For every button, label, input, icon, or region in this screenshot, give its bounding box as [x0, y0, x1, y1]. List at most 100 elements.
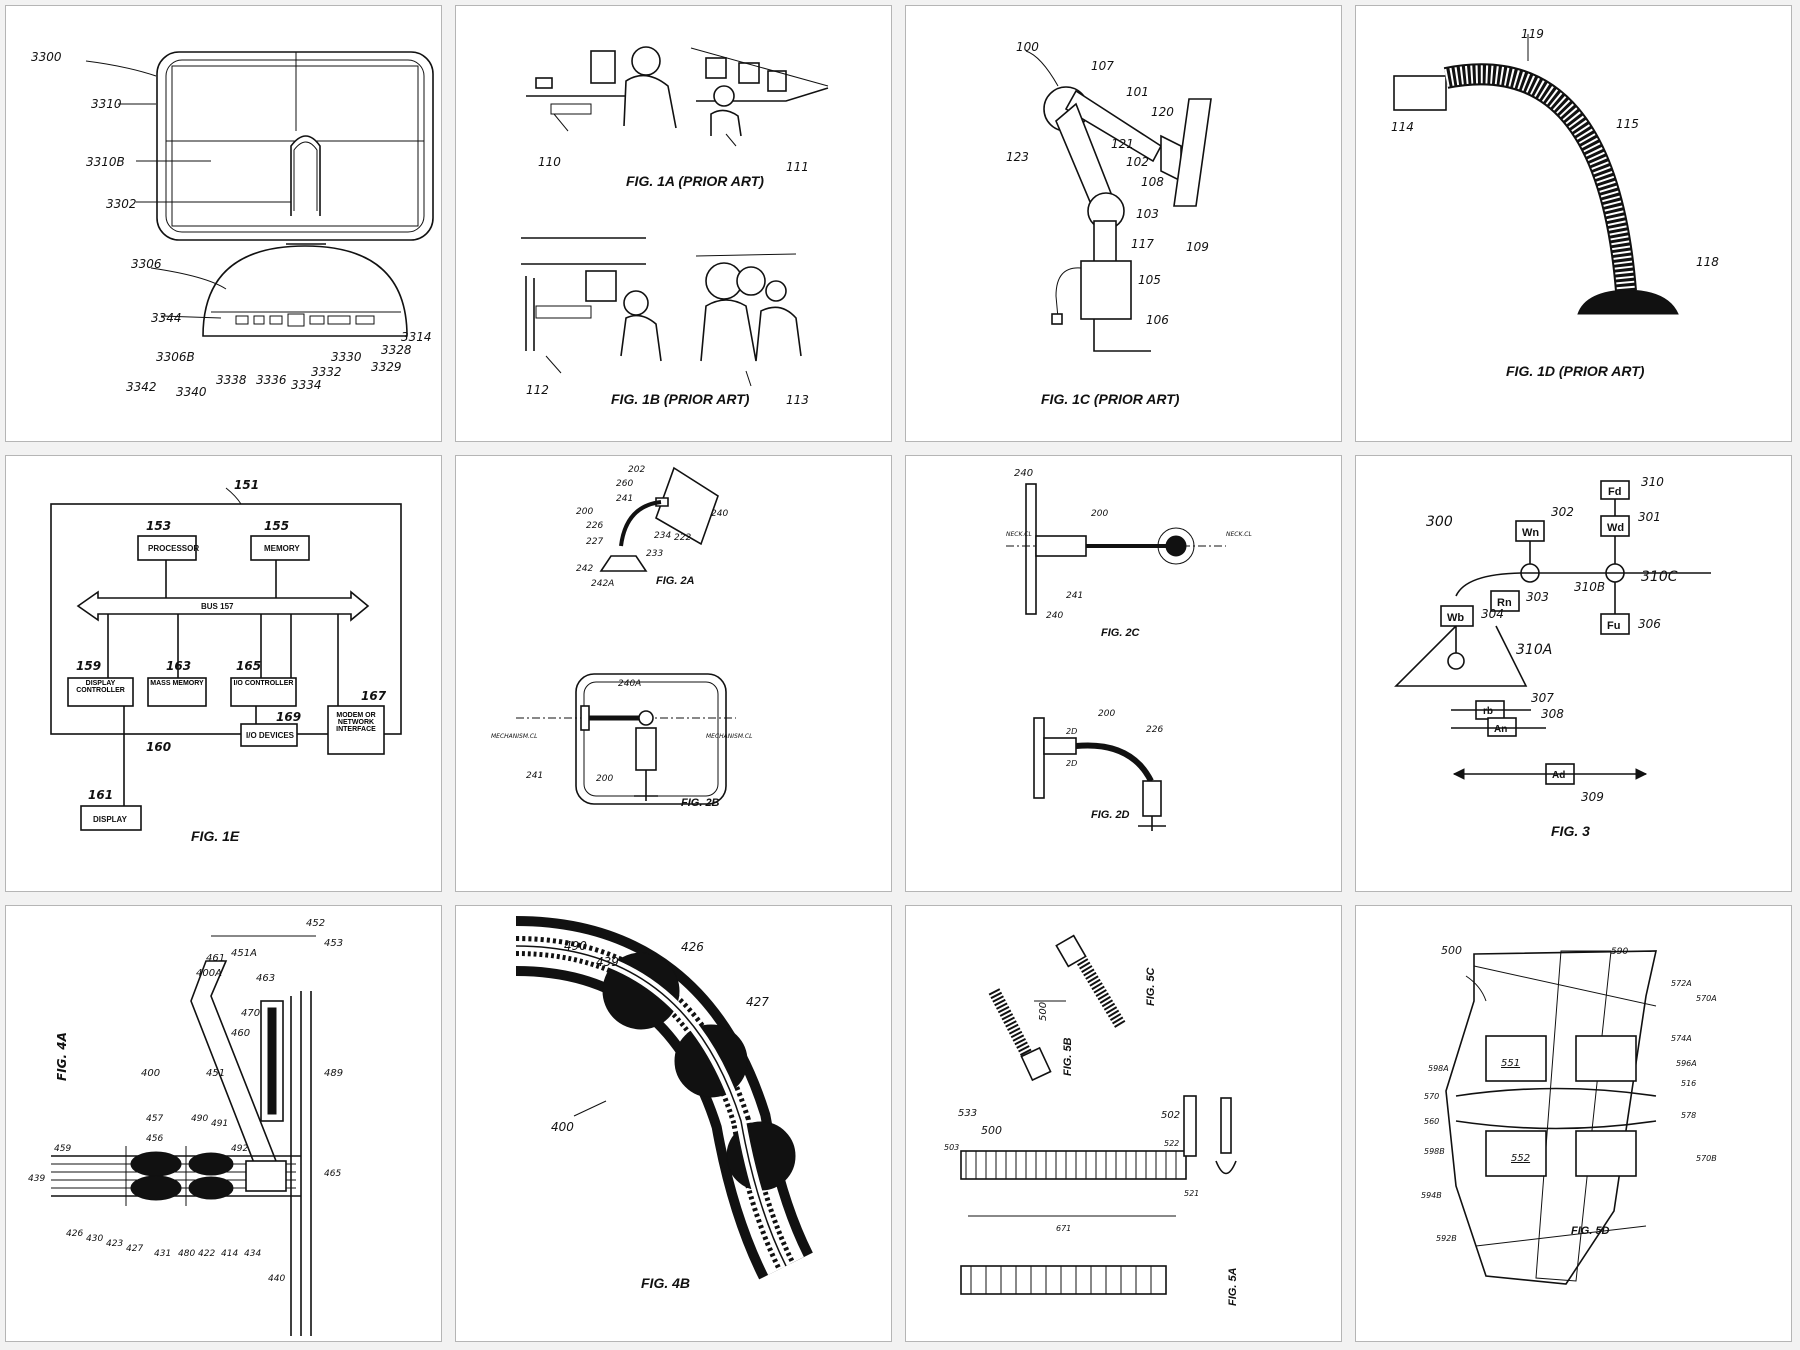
label: 202 — [628, 465, 645, 475]
label: 3344 — [151, 311, 182, 325]
label: 452 — [306, 918, 325, 929]
label: 570A — [1696, 994, 1717, 1003]
label: 234 — [654, 531, 671, 541]
label: 240 — [1046, 611, 1063, 621]
figure-caption: FIG. 2B — [681, 797, 720, 809]
label: 200 — [576, 507, 593, 517]
label: 502 — [1161, 1110, 1180, 1121]
label: 596A — [1676, 1059, 1697, 1068]
label: 110 — [538, 155, 561, 169]
label: 590 — [1611, 947, 1628, 957]
figure-caption: FIG. 1A (PRIOR ART) — [626, 173, 764, 189]
fig-1c-drawing: 100 107 101 120 121 123 102 108 103 117 … — [1006, 40, 1212, 407]
label: 3330 — [331, 350, 362, 364]
panel-fig-1c: 100 107 101 120 121 123 102 108 103 117 … — [905, 5, 1342, 442]
fig-2a-2b-drawing: 202 260 241 200 226 227 234 222 240 233 … — [491, 465, 752, 809]
label: 114 — [1391, 120, 1414, 134]
label: 440 — [268, 1274, 285, 1284]
label: 461 — [206, 953, 225, 964]
label: 430 — [86, 1234, 103, 1244]
label: 306 — [1638, 617, 1661, 631]
label: 426 — [66, 1229, 83, 1239]
label: 465 — [324, 1169, 341, 1179]
label: 310 — [1641, 475, 1664, 489]
label: 427 — [126, 1244, 143, 1254]
label: 431 — [154, 1249, 171, 1259]
label: 153 — [146, 519, 171, 533]
label: 500 — [981, 1124, 1002, 1137]
label: 439 — [596, 955, 619, 969]
label: 151 — [234, 478, 259, 492]
label: 113 — [786, 393, 809, 407]
label: 117 — [1131, 237, 1154, 251]
label: 169 — [276, 710, 301, 724]
label: 106 — [1146, 313, 1169, 327]
label: 570 — [1424, 1092, 1439, 1101]
label: 560 — [1424, 1117, 1439, 1126]
label: 516 — [1681, 1079, 1696, 1088]
label: 3336 — [256, 373, 287, 387]
label: 451A — [231, 948, 257, 959]
label: 574A — [1671, 1034, 1692, 1043]
fig-3-diagram: Fd Wn Wd Rn Wb Fu rb An Ad 300 302 310 3… — [1394, 475, 1711, 839]
box-bus: BUS 157 — [201, 602, 234, 611]
label: 241 — [526, 771, 543, 781]
panel-fig-2c-2d: 240 200 NECK.CL NECK.CL 241 240 FIG. 2C … — [905, 455, 1342, 892]
label: 2D — [1066, 759, 1077, 768]
label: 3314 — [401, 330, 432, 344]
box-display-controller: DISPLAY CONTROLLER — [76, 680, 125, 694]
label: 167 — [361, 689, 387, 703]
label: 310C — [1641, 569, 1678, 585]
box-an: An — [1494, 724, 1507, 735]
label: 160 — [146, 740, 171, 754]
box-processor: PROCESSOR — [148, 544, 199, 553]
box-ad: Ad — [1552, 770, 1565, 781]
box-rn: Rn — [1497, 597, 1512, 609]
label: 451 — [206, 1068, 225, 1079]
box-io-devices: I/O DEVICES — [246, 731, 295, 740]
label: 3310B — [86, 155, 125, 169]
label: 570B — [1696, 1154, 1717, 1163]
figure-caption: FIG. 5C — [1145, 966, 1157, 1006]
label: 521 — [1184, 1189, 1199, 1198]
figure-caption: FIG. 5D — [1571, 1225, 1610, 1237]
label: 533 — [958, 1108, 977, 1119]
label: 309 — [1581, 790, 1604, 804]
label: 163 — [166, 659, 191, 673]
label: 103 — [1136, 207, 1159, 221]
label: 490 — [191, 1114, 208, 1124]
label: 503 — [944, 1143, 959, 1152]
label: 226 — [586, 521, 603, 531]
figure-caption: FIG. 2C — [1101, 627, 1141, 639]
box-mass-memory: MASS MEMORY — [150, 680, 204, 687]
panel-fig-2a-2b: 202 260 241 200 226 227 234 222 240 233 … — [455, 455, 892, 892]
box-wb: Wb — [1447, 612, 1464, 624]
label: 260 — [616, 479, 633, 489]
label: 578 — [1681, 1111, 1696, 1120]
label: 489 — [324, 1068, 343, 1079]
label: 155 — [264, 519, 289, 533]
panel-fig-1e: 151 153 155 159 163 165 167 169 160 161 … — [5, 455, 442, 892]
label: 302 — [1551, 505, 1574, 519]
fig-33-drawing: 3300 3310 3310B 3302 3306 3344 3306B 334… — [31, 50, 434, 399]
label: 111 — [786, 160, 809, 174]
panel-fig-33: 3300 3310 3310B 3302 3306 3344 3306B 334… — [5, 5, 442, 442]
label: 671 — [1056, 1224, 1071, 1233]
label: 414 — [221, 1249, 238, 1259]
label: 107 — [1091, 59, 1114, 73]
label: 303 — [1526, 590, 1549, 604]
label: 241 — [616, 494, 633, 504]
figure-caption: FIG. 1B (PRIOR ART) — [611, 391, 750, 407]
box-wd: Wd — [1607, 522, 1624, 534]
label: 3329 — [371, 360, 402, 374]
label: 400 — [551, 1120, 574, 1134]
label: 456 — [146, 1134, 163, 1144]
label: 241 — [1066, 591, 1083, 601]
panel-fig-4a: FIG. 4A 400A 461 451A 452 453 463 470 46… — [5, 905, 442, 1342]
label: 100 — [1016, 40, 1039, 54]
label: 112 — [526, 383, 549, 397]
label: 108 — [1141, 175, 1164, 189]
box-fu: Fu — [1607, 620, 1620, 632]
figure-caption: FIG. 3 — [1551, 823, 1590, 839]
label: 572A — [1671, 979, 1692, 988]
